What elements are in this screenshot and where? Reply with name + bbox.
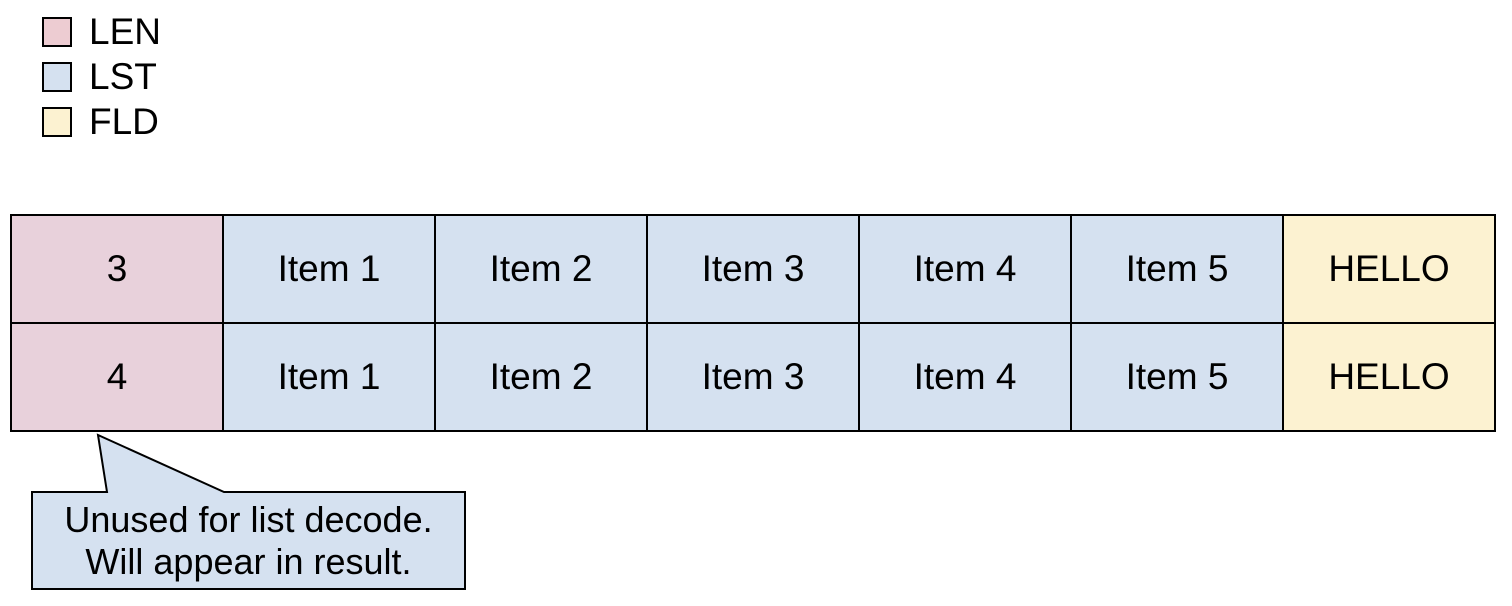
field-cell: HELLO	[1282, 214, 1496, 324]
callout-note-line-1: Unused for list decode.	[64, 498, 433, 540]
legend: LEN LST FLD	[42, 11, 161, 142]
list-item-cell: Item 3	[646, 322, 860, 432]
legend-item-fld: FLD	[42, 101, 161, 142]
lst-color-swatch-icon	[42, 62, 72, 92]
list-item-cell: Item 5	[1070, 214, 1284, 324]
list-item-cell: Item 3	[646, 214, 860, 324]
legend-item-len: LEN	[42, 11, 161, 52]
len-cell: 3	[10, 214, 224, 324]
list-item-cell: Item 5	[1070, 322, 1284, 432]
encoded-list-table: 3 Item 1 Item 2 Item 3 Item 4 Item 5 HEL…	[10, 214, 1496, 432]
legend-item-lst: LST	[42, 56, 161, 97]
list-item-cell: Item 1	[222, 214, 436, 324]
legend-label-len: LEN	[89, 11, 161, 52]
len-cell: 4	[10, 322, 224, 432]
legend-label-lst: LST	[89, 56, 157, 97]
list-item-cell: Item 2	[434, 214, 648, 324]
callout-note: Unused for list decode. Will appear in r…	[32, 492, 465, 589]
fld-color-swatch-icon	[42, 107, 72, 137]
table-row-2: 4 Item 1 Item 2 Item 3 Item 4 Item 5 HEL…	[10, 322, 1496, 432]
list-item-cell: Item 2	[434, 322, 648, 432]
legend-label-fld: FLD	[89, 101, 159, 142]
field-cell: HELLO	[1282, 322, 1496, 432]
callout-note-line-2: Will appear in result.	[85, 540, 412, 582]
table-row-1: 3 Item 1 Item 2 Item 3 Item 4 Item 5 HEL…	[10, 214, 1496, 324]
list-item-cell: Item 1	[222, 322, 436, 432]
list-item-cell: Item 4	[858, 214, 1072, 324]
len-color-swatch-icon	[42, 17, 72, 47]
list-item-cell: Item 4	[858, 322, 1072, 432]
